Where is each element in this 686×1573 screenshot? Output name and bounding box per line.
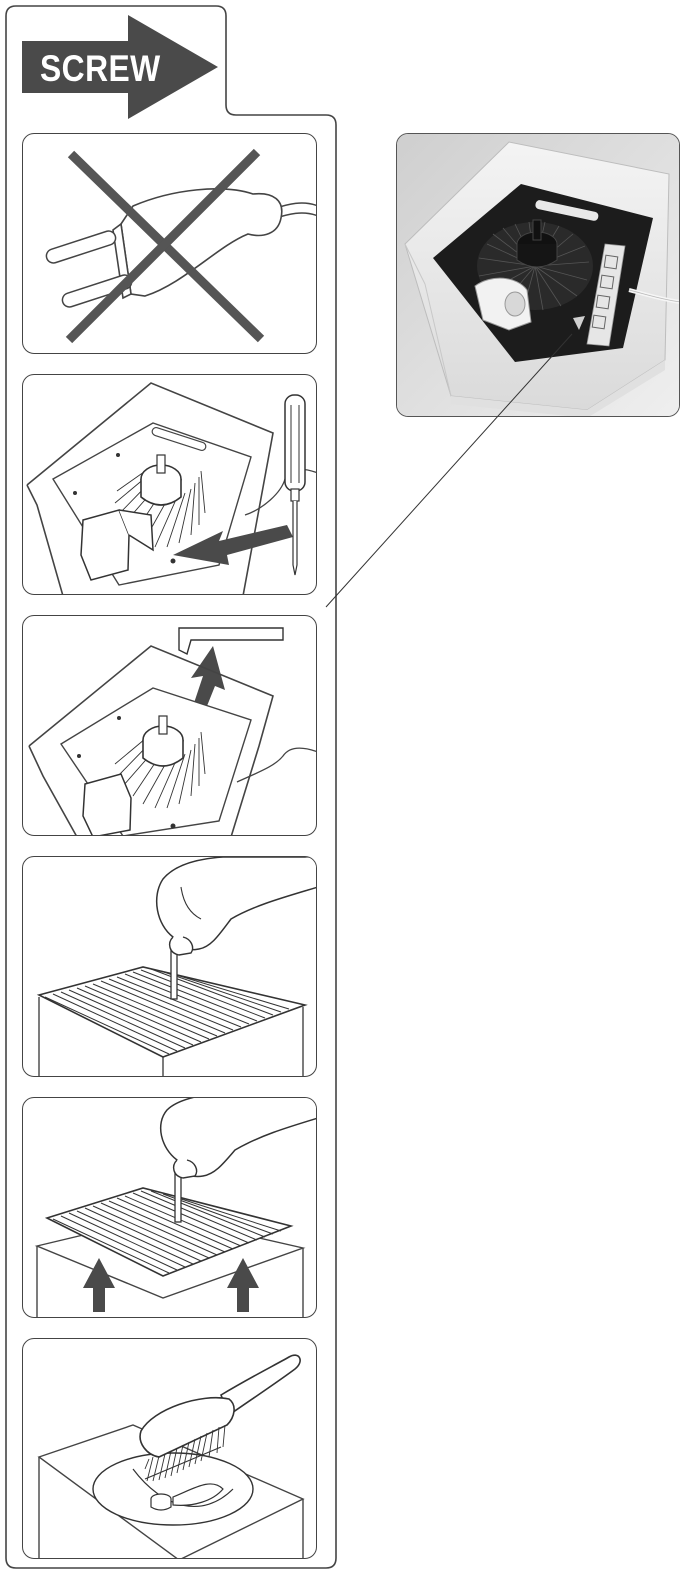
- step-remove-screw-panel: [22, 374, 317, 595]
- brush-icon: [23, 1339, 317, 1559]
- unit-top-view-photo: [396, 133, 680, 417]
- step-lift-grille-panel: [22, 856, 317, 1077]
- step-grille-removed-panel: [22, 1097, 317, 1318]
- hand-grille-icon: [23, 857, 317, 1077]
- step-brush-clean-panel: [22, 1338, 317, 1559]
- screw-arrow-banner: SCREW: [22, 15, 218, 119]
- bracket-lift-icon: [23, 616, 317, 836]
- screwdriver-icon: [23, 375, 317, 595]
- banner-label: SCREW: [40, 50, 161, 87]
- grille-up-arrows-icon: [23, 1098, 317, 1318]
- unit-photo-icon: [397, 134, 680, 417]
- step-remove-bracket-panel: [22, 615, 317, 836]
- crossed-out-plug-icon: [23, 134, 317, 354]
- step-unplug-panel: [22, 133, 317, 354]
